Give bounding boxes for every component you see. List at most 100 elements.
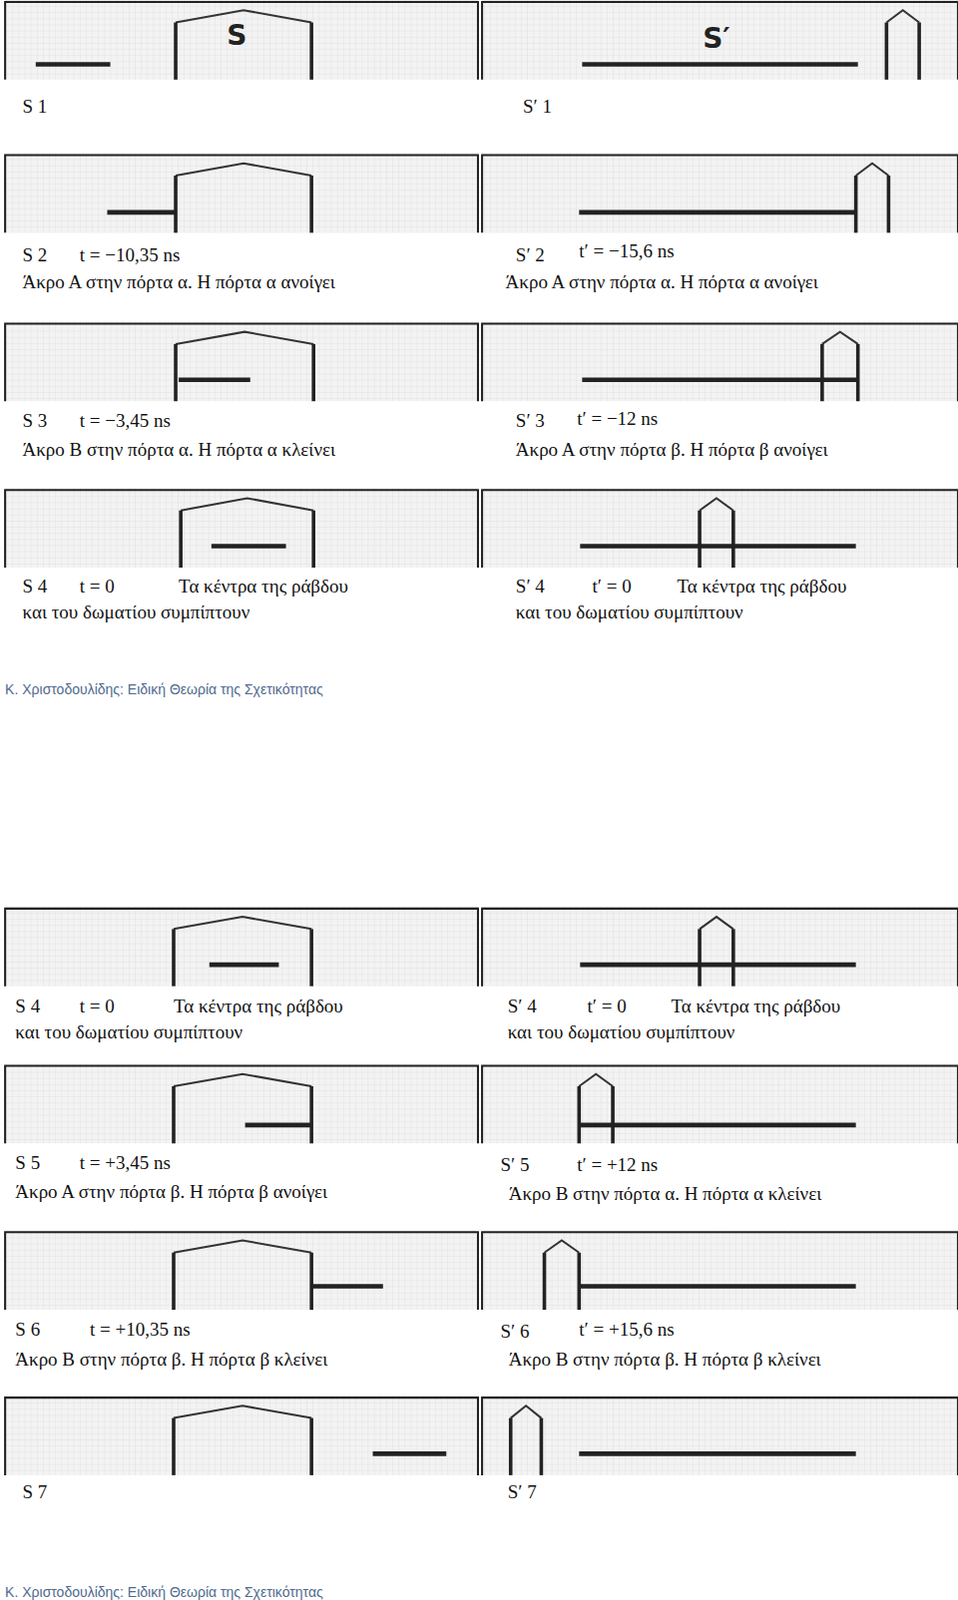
frame-panel — [481, 1063, 958, 1144]
panel-ground — [4, 907, 479, 987]
room-wall — [311, 344, 316, 402]
caption-text: Τα κέντρα της ράβδου και του δωματίου συ… — [515, 573, 864, 626]
frame-panel — [4, 907, 479, 987]
caption-text: S′ 7 — [507, 1479, 537, 1506]
panel-border — [4, 1065, 479, 1144]
rod — [578, 1284, 856, 1290]
room-roof — [173, 1240, 312, 1253]
frame-panel — [481, 153, 958, 234]
room-roof — [856, 163, 890, 176]
room-roof — [180, 497, 314, 510]
panel-border — [481, 1, 958, 80]
caption-text: t = +10,35 ns — [89, 1317, 191, 1344]
room-wall — [820, 344, 825, 402]
rod — [106, 210, 176, 216]
caption-text: Άκρο Α στην πόρτα β. Η πόρτα β ανοίγει — [515, 437, 829, 464]
room-wall — [697, 510, 702, 568]
panel-ground — [4, 1230, 479, 1311]
caption-text: S′ 4 — [515, 573, 545, 600]
panel-ground — [4, 0, 479, 80]
caption-text: S′ 5 — [499, 1152, 529, 1179]
room-wall — [731, 929, 736, 986]
watermark: Κ. Χριστοδουλίδης: Ειδική Θεωρία της Σχε… — [4, 1579, 324, 1600]
caption-text: t = −10,35 ns — [79, 242, 181, 269]
room-roof — [699, 497, 734, 510]
caption-text: Τα κέντρα της ράβδου και του δωματίου συ… — [507, 993, 856, 1046]
room-roof — [173, 1074, 312, 1087]
room-wall — [309, 929, 314, 986]
room-wall — [577, 1086, 582, 1144]
caption-text: Άκρο Β στην πόρτα β. Η πόρτα β κλείνει — [14, 1347, 328, 1374]
rod — [581, 61, 858, 67]
rod — [35, 61, 111, 67]
caption-text: t = −3,45 ns — [79, 408, 171, 435]
rod — [579, 962, 856, 968]
panel-ground — [481, 907, 958, 987]
frame-panel — [4, 1063, 479, 1144]
caption-text: t′ = −12 ns — [576, 406, 658, 433]
room-roof — [173, 1406, 312, 1419]
caption-text: Άκρο Α στην πόρτα β. Η πόρτα β ανοίγει — [14, 1179, 328, 1206]
caption-text: S′ 3 — [515, 408, 545, 435]
room-wall — [171, 1086, 176, 1144]
room-roof — [175, 332, 314, 345]
room-wall — [173, 344, 178, 402]
rod — [578, 210, 856, 216]
frame-panel — [481, 1230, 958, 1311]
caption-text: S′ 6 — [499, 1319, 529, 1346]
panel-border — [4, 1232, 479, 1311]
caption-text: Άκρο Α στην πόρτα α. Η πόρτα α ανοίγει — [22, 269, 336, 296]
caption-text: S′ 1 — [522, 93, 552, 120]
panel-ground — [481, 1396, 958, 1476]
rod — [178, 377, 251, 383]
frame-panel — [481, 0, 958, 80]
panel-border — [4, 323, 479, 402]
frame-name: S′ — [702, 25, 731, 52]
rod — [373, 1451, 448, 1457]
panel-ground — [4, 153, 479, 234]
frame-panel — [481, 1396, 958, 1476]
room-roof — [886, 9, 920, 22]
room-roof — [544, 1240, 580, 1253]
panel-ground — [481, 153, 958, 234]
room-wall — [309, 1419, 314, 1476]
rod — [578, 1451, 856, 1457]
frame-panel — [4, 321, 479, 402]
room-wall — [309, 22, 314, 80]
room-wall — [542, 1253, 547, 1311]
caption-text: S 6 — [14, 1317, 40, 1344]
room-wall — [309, 175, 314, 233]
panel-border — [481, 323, 958, 402]
panel-ground — [481, 0, 958, 80]
rod — [209, 962, 280, 968]
room-wall — [171, 929, 176, 986]
caption-text: Τα κέντρα της ράβδου και του δωματίου συ… — [14, 993, 353, 1046]
caption-text: Άκρο Α στην πόρτα α. Η πόρτα α ανοίγει — [505, 269, 819, 296]
panel-border — [481, 1398, 958, 1476]
rod — [581, 377, 858, 383]
panel-border — [4, 1, 479, 80]
panel-ground — [4, 1396, 479, 1476]
room-wall — [309, 1253, 314, 1311]
room-wall — [697, 929, 702, 986]
panel-border — [481, 489, 958, 568]
caption-text: S′ 4 — [507, 993, 537, 1020]
panel-ground — [4, 1063, 479, 1144]
caption-text: Άκρο Β στην πόρτα β. Η πόρτα β κλείνει — [508, 1347, 822, 1374]
panel-ground — [481, 487, 958, 568]
panel-border — [4, 155, 479, 234]
frame-panel — [4, 0, 479, 80]
room-wall — [173, 22, 178, 80]
caption-text: t′ = +15,6 ns — [578, 1317, 674, 1344]
caption-text: Άκρο Β στην πόρτα α. Η πόρτα α κλείνει — [508, 1181, 823, 1208]
room-wall — [309, 1086, 314, 1144]
panel-border — [481, 1065, 958, 1144]
frame-panel — [481, 321, 958, 402]
frame-panel — [4, 153, 479, 234]
room-wall — [854, 175, 859, 233]
room-wall — [171, 1419, 176, 1476]
caption-text: S 3 — [22, 408, 48, 435]
caption-text: S 7 — [22, 1479, 48, 1506]
caption-text: Άκρο Β στην πόρτα α. Η πόρτα α κλείνει — [22, 437, 337, 464]
